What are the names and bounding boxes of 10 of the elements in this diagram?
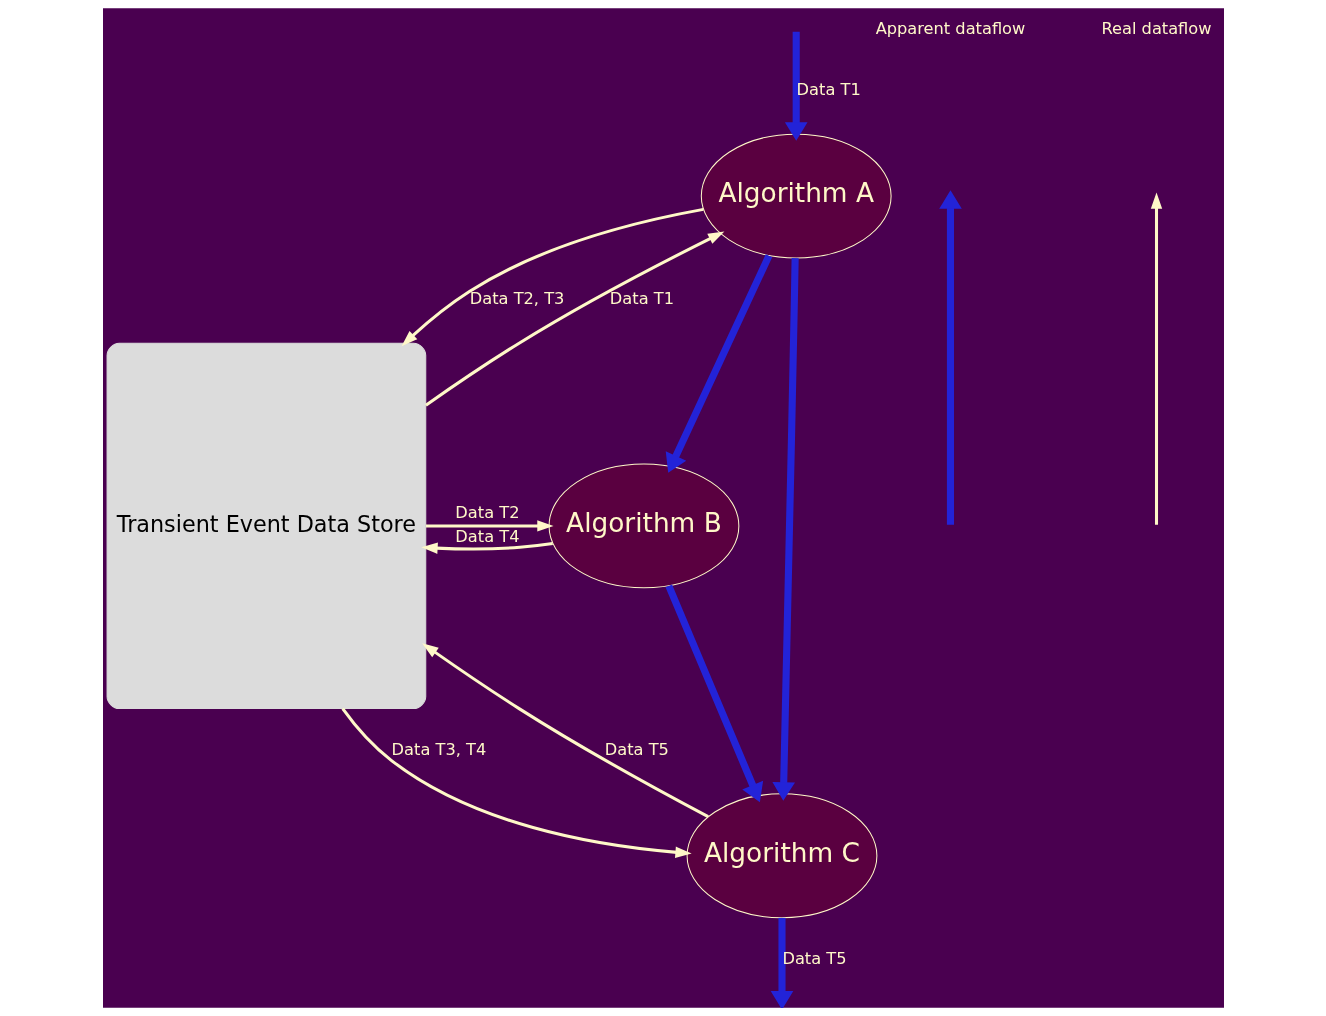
edge-label: Data T1	[796, 80, 861, 100]
legend-label: Apparent dataflow	[875, 19, 1025, 39]
edge-label: Data T3, T4	[391, 740, 486, 760]
edge-label: Data T5	[781, 949, 847, 969]
edge-label: Data T5	[604, 740, 669, 760]
legend-label: Real dataflow	[1100, 19, 1212, 39]
edge-label: Data T4	[454, 526, 519, 546]
edge-label: Data T1	[609, 289, 674, 309]
edge-label: Data T2	[454, 502, 519, 522]
edge-label: Data T2, T3	[469, 289, 564, 309]
